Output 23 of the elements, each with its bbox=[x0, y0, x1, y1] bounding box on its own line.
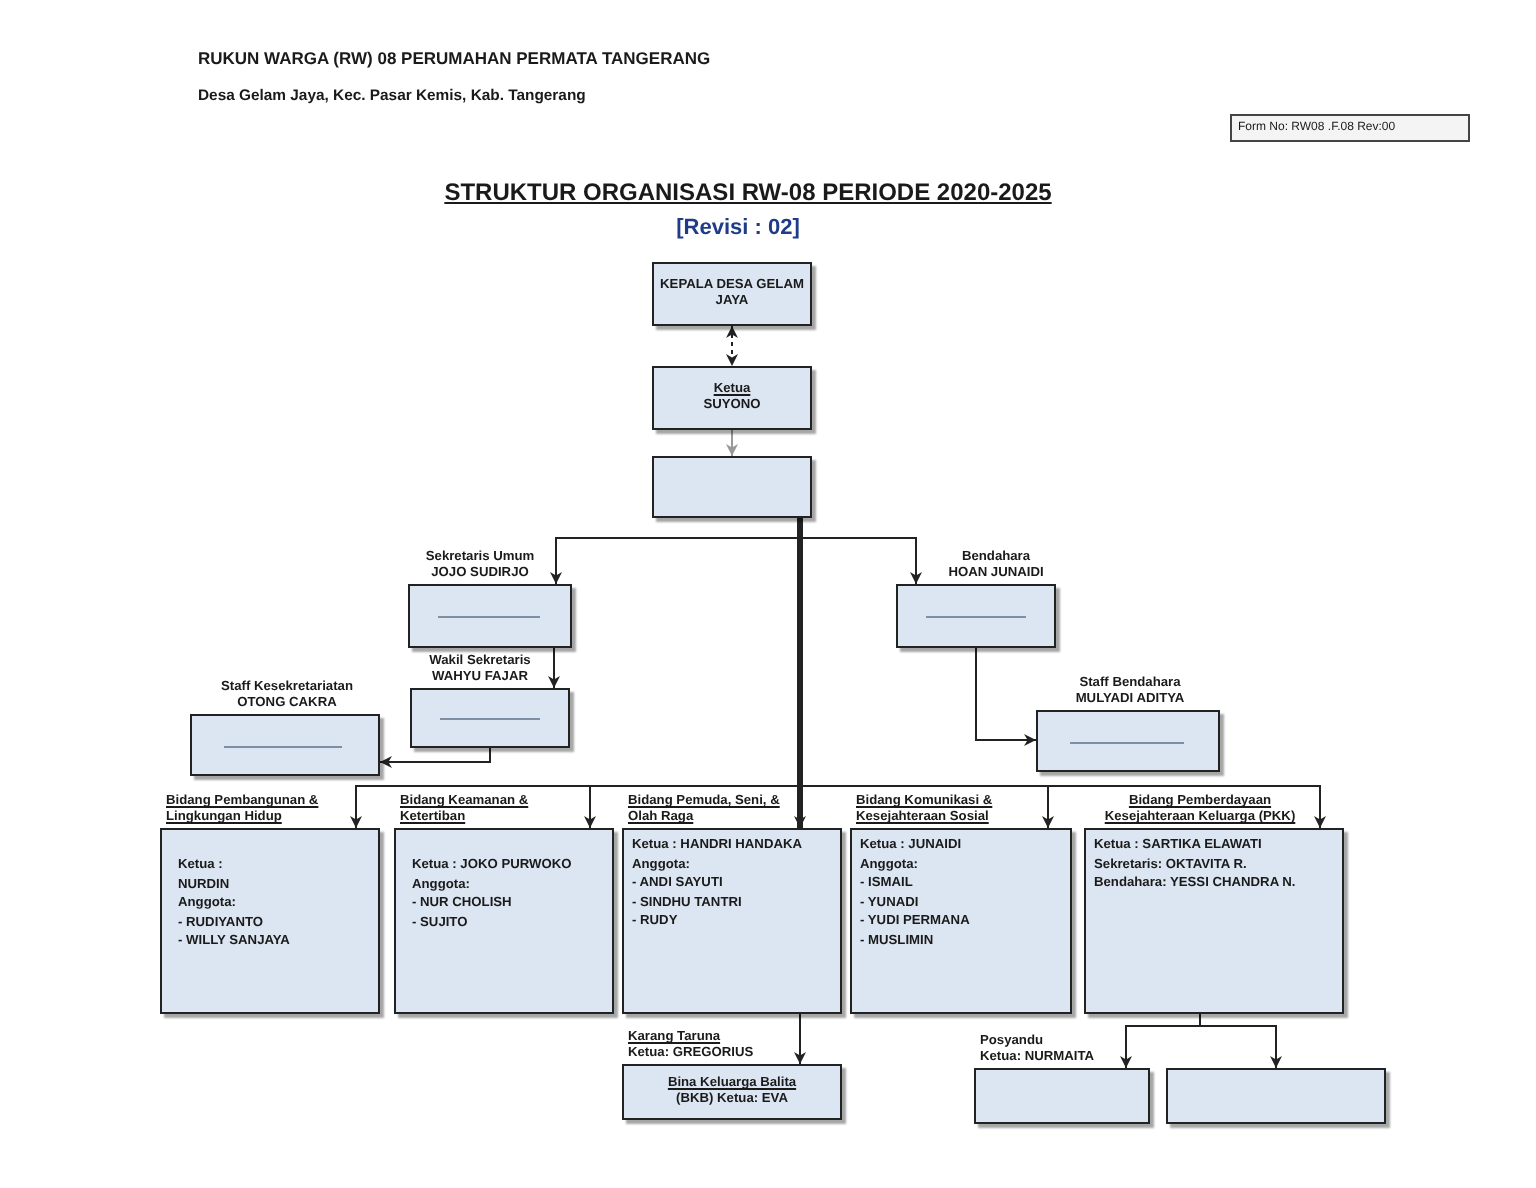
revision-label: [Revisi : 02] bbox=[676, 216, 800, 240]
arrow bbox=[550, 537, 801, 585]
position-box bbox=[652, 262, 812, 326]
arrow bbox=[379, 747, 491, 768]
empty-position-box bbox=[652, 456, 812, 518]
arrow bbox=[726, 429, 738, 457]
page-title: STRUKTUR ORGANISASI RW-08 PERIODE 2020-2025 bbox=[444, 178, 1052, 206]
arrow bbox=[975, 647, 1037, 746]
arrow bbox=[1120, 1025, 1201, 1069]
dashed-double-arrow bbox=[726, 325, 738, 367]
arrow bbox=[350, 785, 801, 829]
arrow bbox=[794, 1013, 806, 1065]
connector-line bbox=[796, 538, 804, 786]
organization-name: RUKUN WARGA (RW) 08 PERUMAHAN PERMATA TANGERANG bbox=[198, 48, 711, 68]
arrow bbox=[799, 785, 1326, 829]
form-number-box bbox=[1230, 114, 1470, 142]
position-box bbox=[652, 366, 812, 430]
arrow bbox=[584, 785, 596, 829]
arrow bbox=[548, 647, 560, 689]
arrow bbox=[1199, 1013, 1282, 1069]
arrow bbox=[1042, 785, 1054, 829]
arrow bbox=[794, 786, 806, 828]
empty-group-box bbox=[1166, 1068, 1386, 1124]
